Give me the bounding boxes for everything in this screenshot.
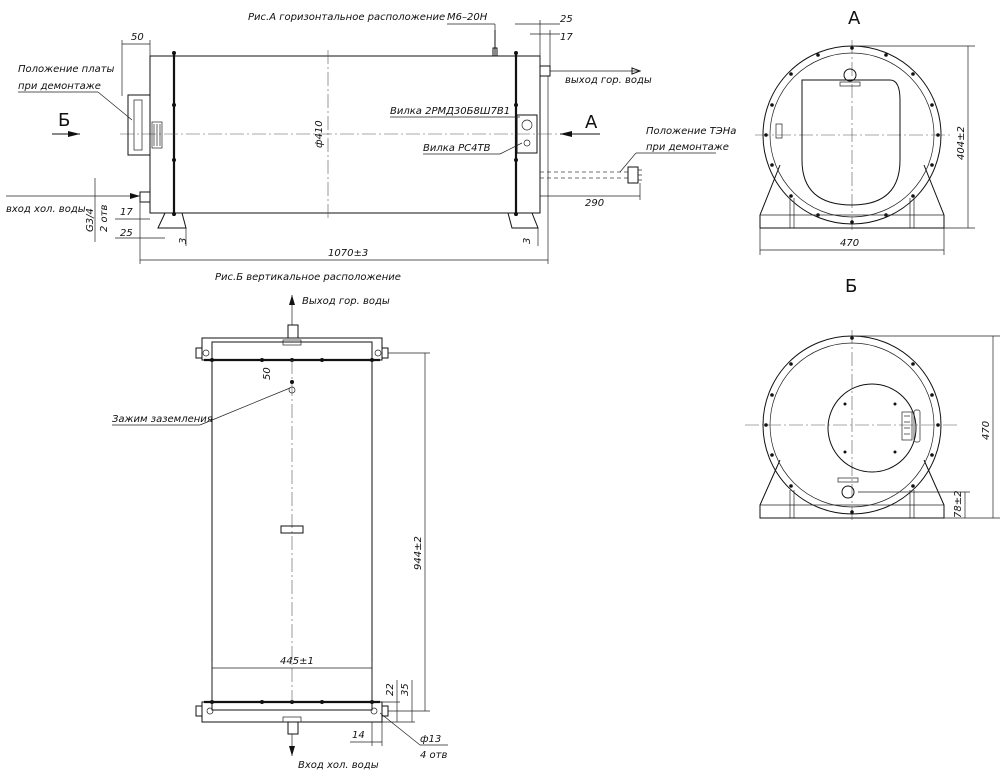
dim-g34: G3/4 [85,208,96,232]
dim-25-top: 25 [560,14,573,25]
plug-box [516,114,538,154]
dim-dia410: ф410 [314,120,325,148]
cold-water-pipe [139,191,151,203]
arrow-b-label: Б [58,110,70,131]
figure-horizontal: Рис.А горизонтальное расположение [6,12,736,264]
dim-944: 944±2 [413,536,424,570]
dim-78: 78±2 [953,491,964,518]
dim-14: 14 [352,730,365,741]
dim-3-right: 3 [522,238,533,244]
dim-22: 22 [385,683,396,696]
tank-body-vertical [211,341,373,711]
dim-17-top: 17 [560,32,573,43]
dim-17-left: 17 [120,207,133,218]
arrow-a-label: А [585,112,598,133]
horizontal-title: Рис.А горизонтальное расположение [248,12,445,23]
dim-470-a: 470 [840,238,859,249]
view-b: Б 470 78±2 [745,276,1000,520]
dim-470-b: 470 [981,421,992,440]
figure-vertical: Рис.Б вертикальное расположение Выход го… [112,272,448,771]
vertical-title: Рис.Б вертикальное расположение [215,272,401,283]
view-a: А 470 404±2 [755,8,975,255]
bolt-label: М6–20Н [447,12,488,23]
dim-50-v: 50 [262,367,273,380]
nameplate [280,525,304,534]
dim-25-left: 25 [120,228,133,239]
view-b-support [759,459,945,519]
dim-290: 290 [585,198,604,209]
board-position-label-2: при демонтаже [18,81,101,92]
plug-2rm-label: Вилка 2РМД30Б8Ш7В1 [390,106,510,117]
dim-404: 404±2 [956,126,967,160]
dim-1070: 1070±3 [328,248,368,259]
view-b-label: Б [845,276,857,297]
dim-50: 50 [131,32,144,43]
dim-35: 35 [400,683,411,696]
dim-2-holes: 2 отв [99,205,110,232]
plug-rs4-label: Вилка РС4ТВ [423,143,491,154]
view-a-label: А [848,8,861,29]
hot-water-pipe [539,65,551,77]
dim-4-holes: 4 отв [420,750,447,761]
hot-water-out-v-label: Выход гор. воды [302,296,390,307]
view-a-cover [801,79,901,206]
cold-water-in-v-label: Вход хол. воды [298,760,379,771]
tank-body-horizontal [149,55,541,214]
dim-3-left: 3 [178,238,189,244]
board-module [127,94,151,156]
dim-dia13: ф13 [420,734,441,745]
heater-position-label-2: при демонтаже [646,142,729,153]
view-b-inner-flange [827,383,917,473]
view-a-support [759,164,945,229]
heater-position-label-1: Положение ТЭНа [646,126,736,137]
hot-water-out-label: выход гор. воды [565,75,652,86]
cold-water-in-label: вход хол. воды [6,204,86,215]
board-position-label-1: Положение платы [18,64,115,75]
dim-445: 445±1 [280,656,314,667]
ground-clamp-label: Зажим заземления [112,414,213,425]
